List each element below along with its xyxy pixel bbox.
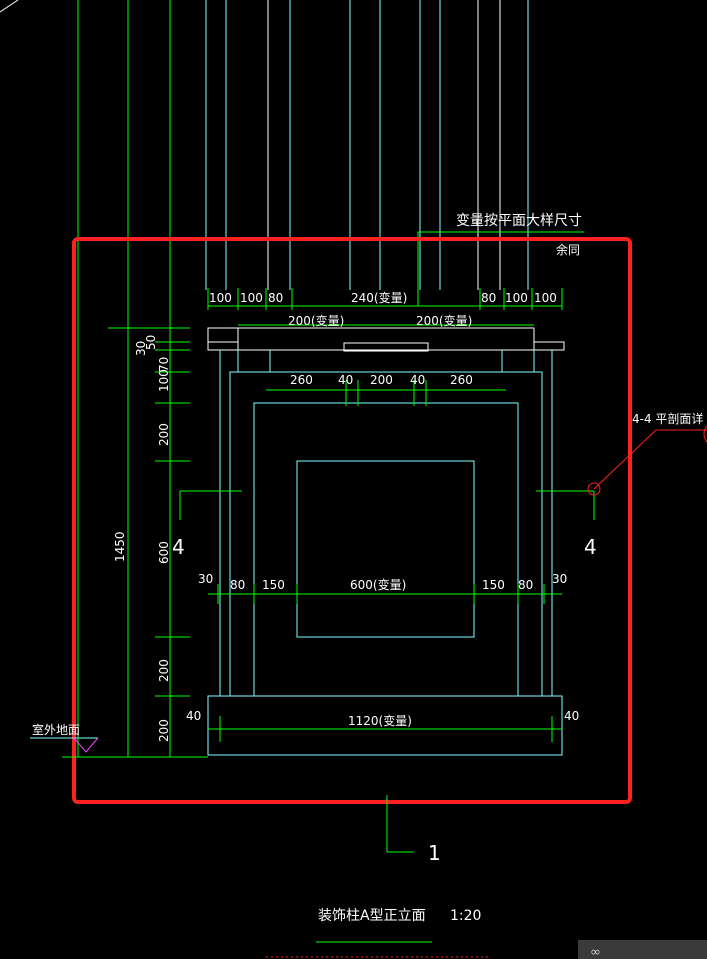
svg-text:80: 80 — [268, 291, 283, 305]
svg-text:80: 80 — [230, 578, 245, 592]
svg-text:30: 30 — [198, 572, 213, 586]
drawing-title: 装饰柱A型正立面 — [318, 908, 426, 924]
svg-text:100: 100 — [240, 291, 263, 305]
svg-text:200(变量): 200(变量) — [416, 313, 472, 328]
note-top: 变量按平面大样尺寸 — [456, 213, 582, 229]
toolbar-icon[interactable]: ∞ — [590, 945, 601, 959]
svg-text:600(变量): 600(变量) — [350, 577, 406, 592]
dims-row3: 260 40 200 40 260 — [290, 373, 473, 387]
svg-text:1120(变量): 1120(变量) — [348, 713, 412, 728]
dim-total: 1450 — [113, 531, 127, 562]
dims-top-row: 100 100 80 240(变量) 80 100 100 — [209, 290, 557, 305]
top-note-leader — [417, 231, 584, 306]
upper-vertical-lines — [77, 0, 529, 757]
svg-text:200: 200 — [370, 373, 393, 387]
svg-text:40: 40 — [410, 373, 425, 387]
dims-base: 40 1120(变量) 40 — [186, 709, 579, 728]
svg-text:40: 40 — [186, 709, 201, 723]
svg-text:30: 30 — [134, 341, 148, 356]
svg-text:40: 40 — [338, 373, 353, 387]
dims-top-row2: 200(变量) 200(变量) — [288, 313, 472, 328]
svg-text:100: 100 — [157, 369, 171, 392]
svg-text:70: 70 — [157, 357, 171, 372]
svg-text:100: 100 — [209, 291, 232, 305]
horizontal-dimensions — [207, 288, 563, 742]
note-top-sub: 余同 — [556, 242, 580, 257]
svg-text:600: 600 — [157, 541, 171, 564]
section-markers — [179, 425, 707, 520]
column-elevation — [207, 327, 565, 756]
section-ref: 4-4 平剖面详 — [632, 411, 703, 426]
drawing-scale: 1:20 — [450, 908, 481, 924]
dims-left: 30 50 100 70 200 600 200 200 — [134, 335, 171, 742]
svg-text:200: 200 — [157, 659, 171, 682]
svg-text:80: 80 — [481, 291, 496, 305]
svg-text:150: 150 — [482, 578, 505, 592]
svg-text:30: 30 — [552, 572, 567, 586]
svg-text:100: 100 — [534, 291, 557, 305]
bottom-toolbar[interactable] — [578, 940, 707, 959]
section-mark-right: 4 — [584, 535, 597, 559]
ground-label: 室外地面 — [32, 722, 80, 737]
elevation-index: 1 — [428, 841, 441, 865]
svg-text:200(变量): 200(变量) — [288, 313, 344, 328]
ground-level-symbol — [30, 737, 208, 758]
svg-text:50: 50 — [144, 335, 158, 350]
highlight-frame — [72, 237, 632, 804]
svg-text:260: 260 — [290, 373, 313, 387]
svg-text:260: 260 — [450, 373, 473, 387]
section-mark-left: 4 — [172, 535, 185, 559]
svg-text:40: 40 — [564, 709, 579, 723]
svg-text:150: 150 — [262, 578, 285, 592]
svg-text:80: 80 — [518, 578, 533, 592]
svg-text:240(变量): 240(变量) — [351, 290, 407, 305]
corner-mark — [0, 0, 19, 13]
dims-row4: 30 80 150 600(变量) 150 80 30 — [198, 572, 567, 592]
svg-text:100: 100 — [505, 291, 528, 305]
elevation-index-leader — [386, 795, 414, 853]
svg-text:200: 200 — [157, 423, 171, 446]
svg-text:200: 200 — [157, 719, 171, 742]
